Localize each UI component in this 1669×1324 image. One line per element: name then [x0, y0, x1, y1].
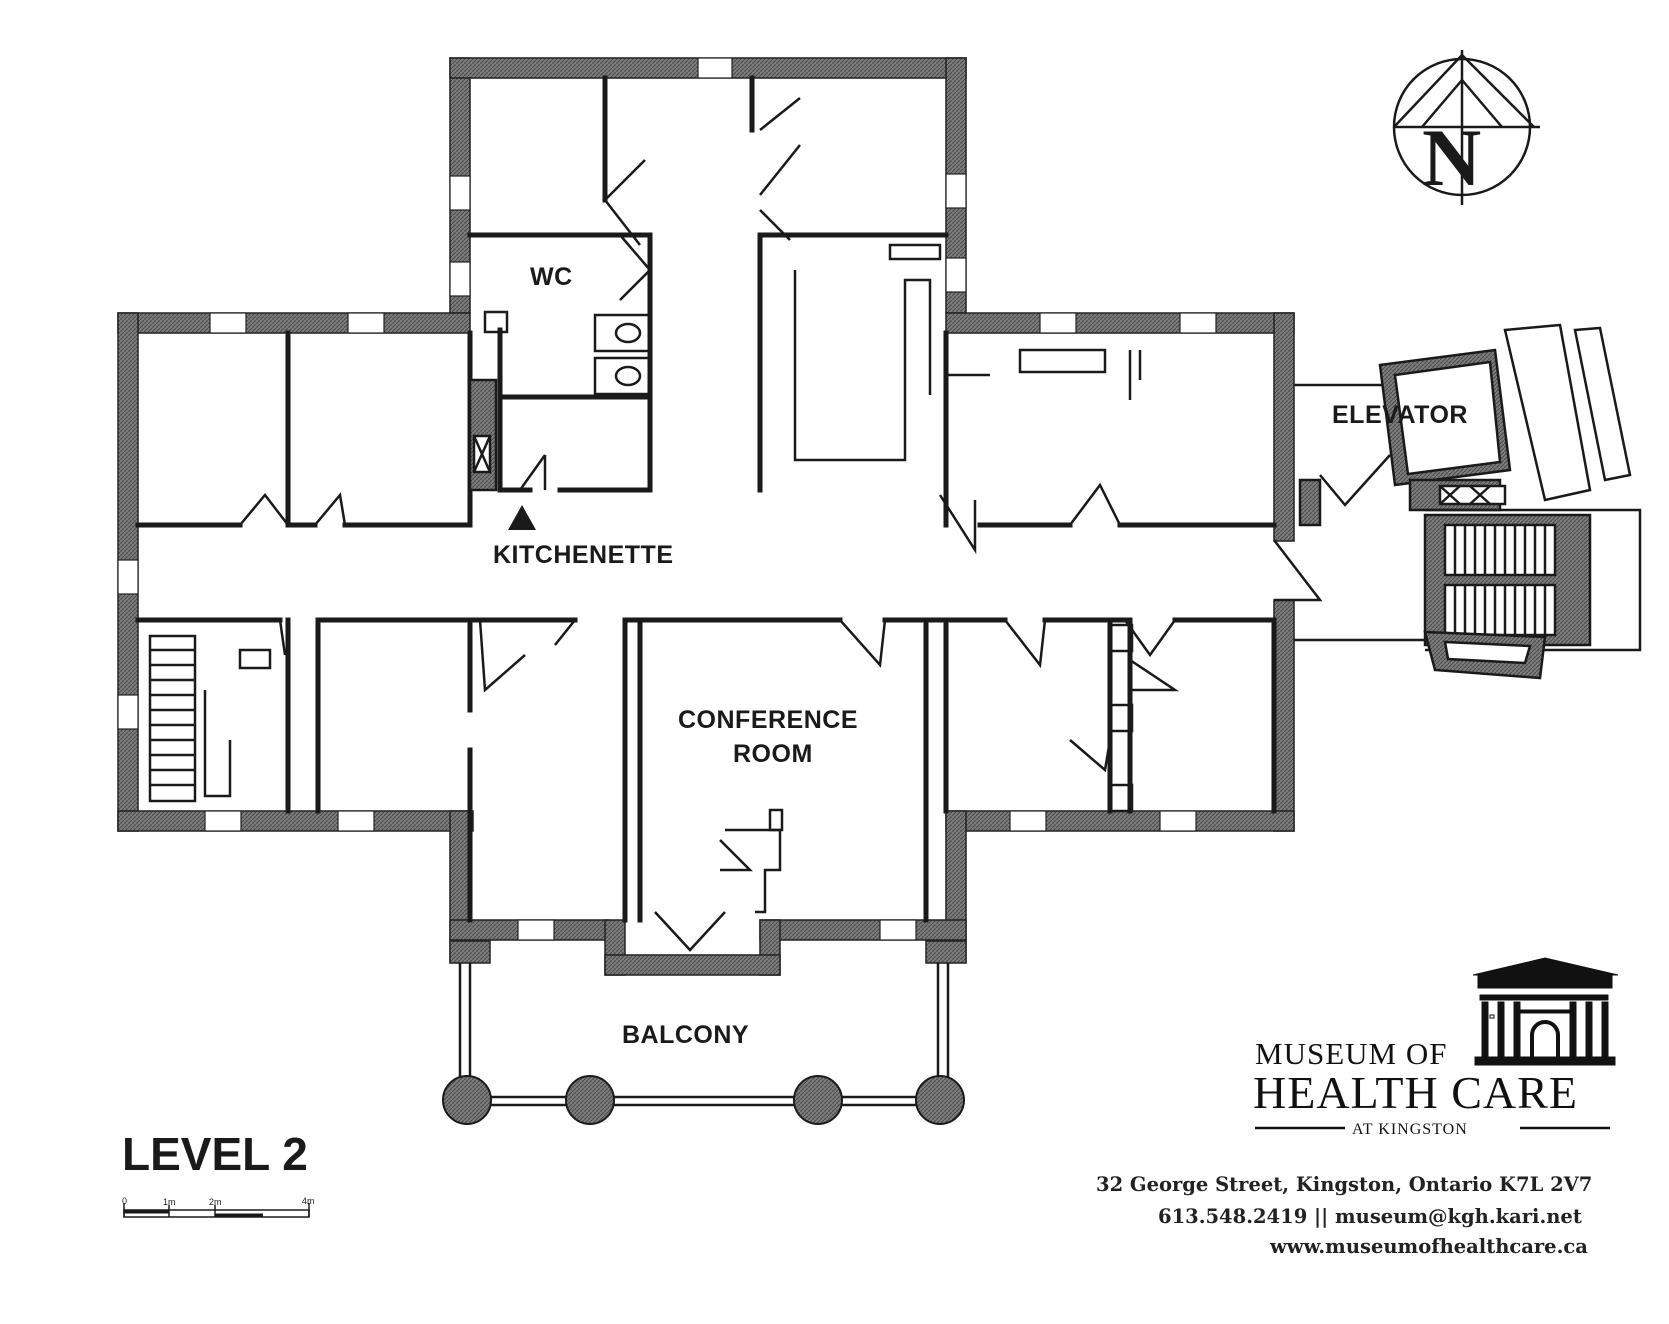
balcony-label: BALCONY	[622, 1021, 749, 1049]
scale-tick-2: 2m	[209, 1197, 222, 1207]
museum-name-line1: MUSEUM OF	[1255, 1036, 1447, 1071]
north-compass-icon: N	[1392, 50, 1540, 205]
conference-room-label-line1: CONFERENCE	[678, 706, 858, 734]
kitchenette-marker-icon	[508, 505, 536, 530]
windows	[117, 57, 1217, 941]
door-swings	[239, 97, 1323, 952]
wc-label: WC	[530, 263, 573, 291]
conference-room-label-line2: ROOM	[733, 740, 813, 768]
elevator-label: ELEVATOR	[1332, 401, 1468, 429]
compass-north-letter: N	[1422, 112, 1481, 203]
exterior-walls	[117, 57, 1295, 976]
scale-tick-1: 1m	[163, 1197, 176, 1207]
elevator-annex	[1294, 323, 1642, 680]
scale-bar: 0 1m 2m 4m	[122, 1196, 315, 1218]
level-title: LEVEL 2	[122, 1128, 308, 1180]
kitchenette-label: KITCHENETTE	[493, 541, 674, 569]
phone-email-line: 613.548.2419 || museum@kgh.kari.net	[1158, 1205, 1582, 1228]
scale-tick-3: 4m	[302, 1196, 315, 1206]
museum-building-logo	[1472, 957, 1619, 1066]
balcony	[458, 963, 950, 1107]
museum-name-line3: AT KINGSTON	[1352, 1121, 1468, 1138]
website-link[interactable]: www.museumofhealthcare.ca	[1269, 1235, 1588, 1258]
scale-tick-0: 0	[122, 1196, 127, 1206]
balcony-columns	[442, 1075, 965, 1125]
museum-name-line2: HEALTH CARE	[1253, 1067, 1578, 1118]
interior-walls	[135, 75, 1277, 923]
address-line: 32 George Street, Kingston, Ontario K7L …	[1096, 1173, 1592, 1196]
fixtures	[148, 243, 1142, 914]
